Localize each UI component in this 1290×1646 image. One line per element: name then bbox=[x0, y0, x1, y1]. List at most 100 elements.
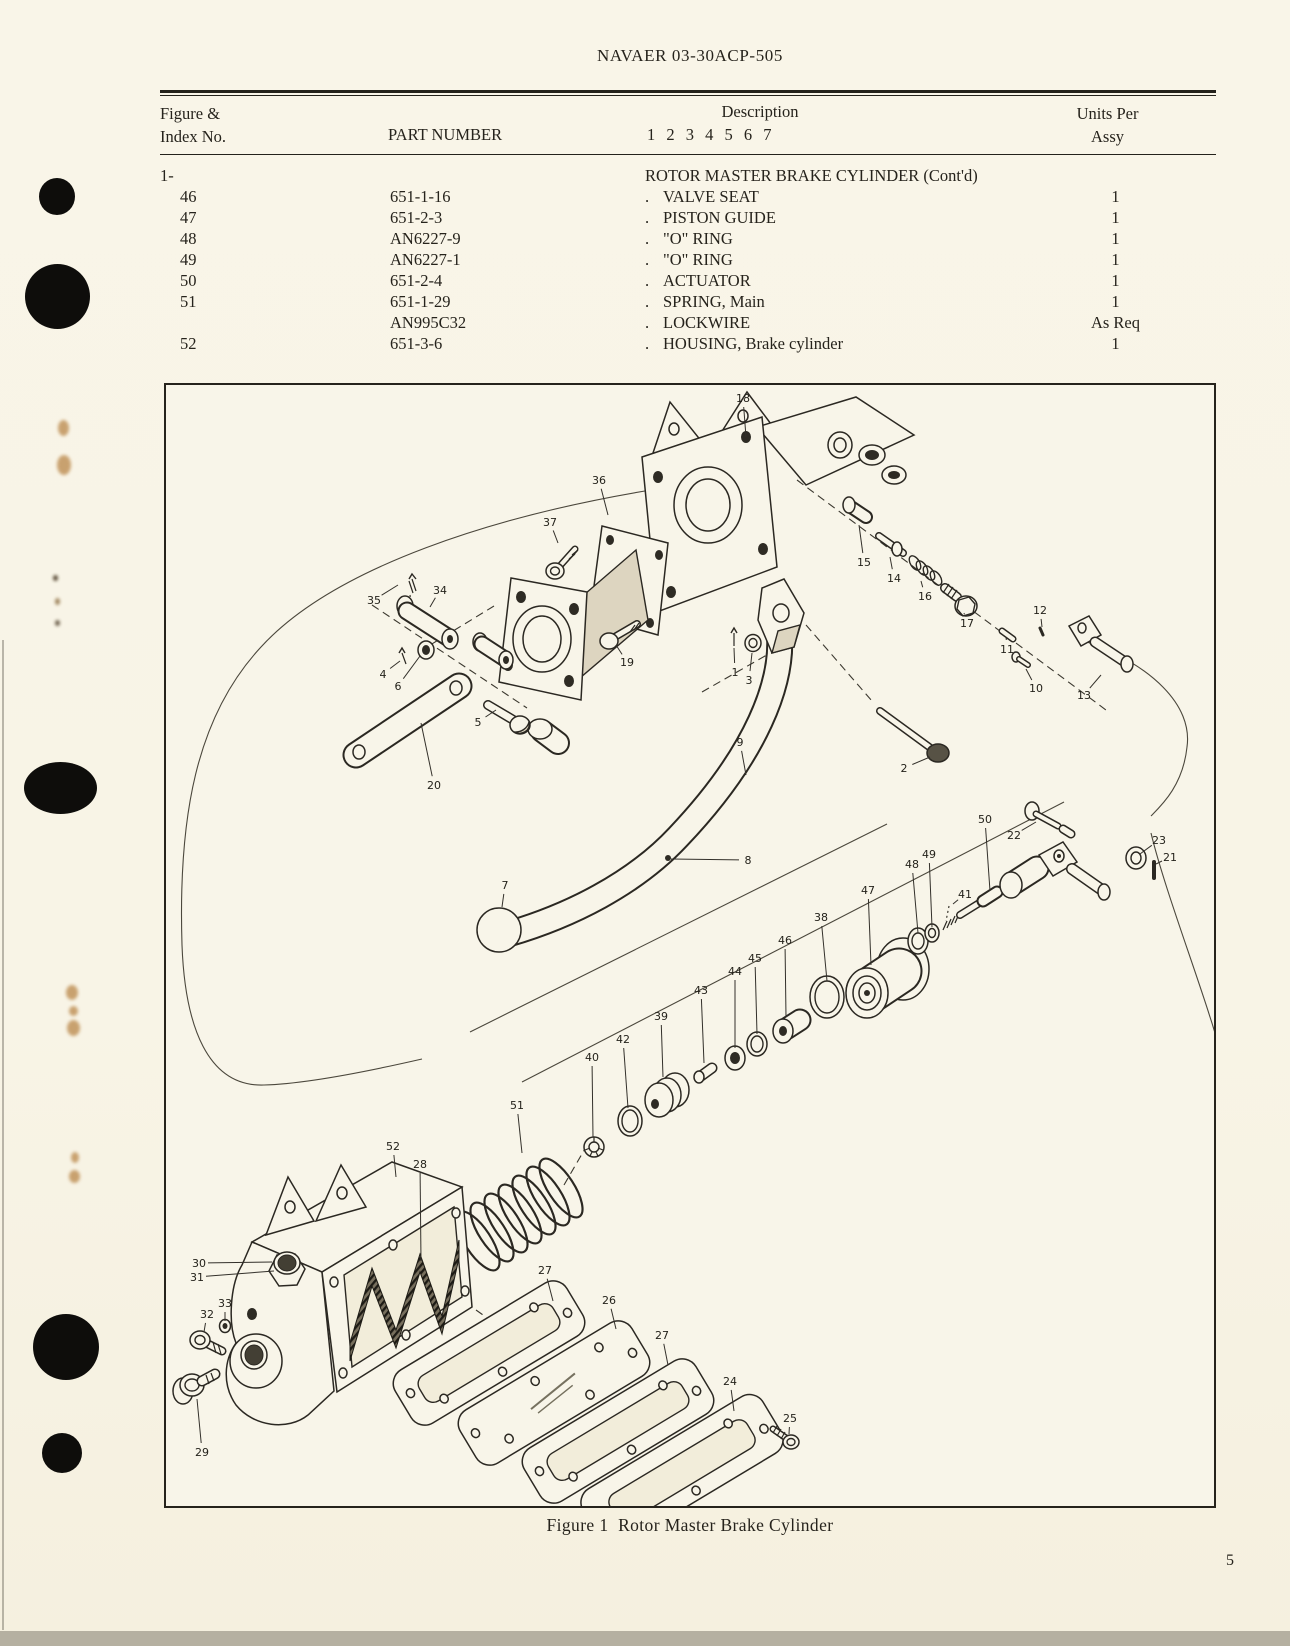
svg-text:17: 17 bbox=[960, 617, 974, 630]
paper-stain bbox=[55, 598, 60, 605]
svg-text:49: 49 bbox=[922, 848, 936, 861]
binder-mark bbox=[33, 1314, 99, 1380]
paper-stain bbox=[71, 1152, 79, 1163]
cell-part-number: 651-1-16 bbox=[390, 186, 451, 206]
figure-callout-29: 29 bbox=[195, 1398, 209, 1459]
cell-part-number: 651-2-3 bbox=[390, 207, 443, 227]
figure-callout-24: 24 bbox=[723, 1375, 737, 1412]
figure-callouts: 1836373534465201913151416171211101392785… bbox=[190, 392, 1177, 1459]
figure-callout-16: 16 bbox=[918, 580, 932, 603]
figure-callout-35: 35 bbox=[367, 584, 399, 607]
screw-25 bbox=[769, 1425, 800, 1450]
figure-callout-27: 27 bbox=[538, 1264, 554, 1302]
centerlines bbox=[371, 479, 1107, 1430]
paper-stain bbox=[57, 455, 71, 475]
figure-callout-42: 42 bbox=[616, 1033, 630, 1109]
piston-39 bbox=[644, 1072, 690, 1118]
figure-callout-43: 43 bbox=[694, 984, 708, 1064]
svg-text:20: 20 bbox=[427, 779, 441, 792]
svg-text:10: 10 bbox=[1029, 682, 1043, 695]
svg-text:4: 4 bbox=[380, 668, 387, 681]
table-section-row: 1-ROTOR MASTER BRAKE CYLINDER (Cont'd) bbox=[160, 165, 1216, 186]
figure-callout-27: 27 bbox=[655, 1329, 669, 1366]
svg-text:27: 27 bbox=[655, 1329, 669, 1342]
part-hand-lever-9 bbox=[476, 578, 805, 953]
figure-callout-2: 2 bbox=[901, 756, 931, 775]
svg-text:30: 30 bbox=[192, 1257, 206, 1270]
figure-callout-25: 25 bbox=[783, 1412, 797, 1435]
piston-chain bbox=[583, 801, 1156, 1158]
binder-mark bbox=[25, 264, 90, 329]
svg-text:19: 19 bbox=[620, 656, 634, 669]
sawtooth-hatch-28 bbox=[349, 1239, 460, 1362]
part-main-spring-51 bbox=[455, 1157, 584, 1272]
table-rule-top-heavy bbox=[160, 90, 1216, 93]
svg-text:41: 41 bbox=[958, 888, 972, 901]
svg-text:16: 16 bbox=[918, 590, 932, 603]
figure-callout-46: 46 bbox=[778, 934, 792, 1018]
cell-units: 1 bbox=[1111, 291, 1120, 311]
paper-stain bbox=[67, 1020, 80, 1036]
bolt-32 bbox=[189, 1330, 227, 1356]
figure-callout-12: 12 bbox=[1033, 604, 1047, 628]
table-body: 1-ROTOR MASTER BRAKE CYLINDER (Cont'd)46… bbox=[160, 155, 1216, 354]
bolt-37 bbox=[545, 545, 579, 580]
cell-index: 51 bbox=[180, 291, 197, 311]
svg-text:9: 9 bbox=[737, 736, 744, 749]
figure-callout-18: 18 bbox=[736, 392, 750, 438]
svg-text:38: 38 bbox=[814, 911, 828, 924]
table-header: Figure & Index No. PART NUMBER Descripti… bbox=[160, 96, 1216, 154]
cell-units bbox=[1015, 165, 1216, 186]
svg-text:36: 36 bbox=[592, 474, 606, 487]
bolt-5 bbox=[483, 700, 531, 735]
svg-text:28: 28 bbox=[413, 1158, 427, 1171]
cell-units: 1 bbox=[1111, 207, 1120, 227]
cell-part-number: 651-3-6 bbox=[390, 333, 443, 353]
svg-text:26: 26 bbox=[602, 1294, 616, 1307]
binder-mark bbox=[42, 1433, 82, 1473]
figure-callout-1: 1 bbox=[732, 647, 739, 679]
figure-caption: Figure 1 Rotor Master Brake Cylinder bbox=[546, 1515, 834, 1535]
column-header-figure-index: Figure & Index No. bbox=[160, 103, 226, 146]
document-number: NAVAER 03-30ACP-505 bbox=[597, 46, 783, 65]
cell-units: 1 bbox=[1111, 249, 1120, 269]
figure-callout-20: 20 bbox=[420, 722, 441, 792]
figure-callout-50: 50 bbox=[978, 813, 992, 892]
pin-1 bbox=[730, 626, 738, 646]
gasket-27-upper bbox=[392, 1280, 586, 1426]
figure-callout-15: 15 bbox=[857, 524, 871, 569]
cell-description: ."O" RING bbox=[645, 249, 733, 269]
figure-callout-52: 52 bbox=[386, 1140, 400, 1178]
bolt-2 bbox=[876, 707, 950, 763]
paper-stain bbox=[58, 420, 69, 436]
svg-text:21: 21 bbox=[1163, 851, 1177, 864]
svg-text:12: 12 bbox=[1033, 604, 1047, 617]
cell-index: 47 bbox=[180, 207, 197, 227]
table-rule-top-thin bbox=[160, 94, 1216, 96]
figure-callout-33: 33 bbox=[218, 1297, 232, 1321]
svg-text:47: 47 bbox=[861, 884, 875, 897]
figure-callout-28: 28 bbox=[413, 1158, 427, 1262]
figure-callout-22: 22 bbox=[1007, 821, 1037, 842]
part-housing-52 bbox=[225, 1161, 473, 1426]
svg-text:29: 29 bbox=[195, 1446, 209, 1459]
figure-callout-34: 34 bbox=[429, 584, 447, 608]
svg-text:40: 40 bbox=[585, 1051, 599, 1064]
figure-callout-19: 19 bbox=[615, 644, 634, 669]
svg-text:23: 23 bbox=[1152, 834, 1166, 847]
cell-index: 52 bbox=[180, 333, 197, 353]
svg-text:48: 48 bbox=[905, 858, 919, 871]
figure-callout-23: 23 bbox=[1139, 834, 1166, 855]
svg-text:11: 11 bbox=[1000, 643, 1014, 656]
svg-text:32: 32 bbox=[200, 1308, 214, 1321]
svg-text:25: 25 bbox=[783, 1412, 797, 1425]
page-number: 5 bbox=[1226, 1552, 1234, 1569]
paper-stain bbox=[66, 985, 78, 1000]
svg-text:8: 8 bbox=[745, 854, 752, 867]
